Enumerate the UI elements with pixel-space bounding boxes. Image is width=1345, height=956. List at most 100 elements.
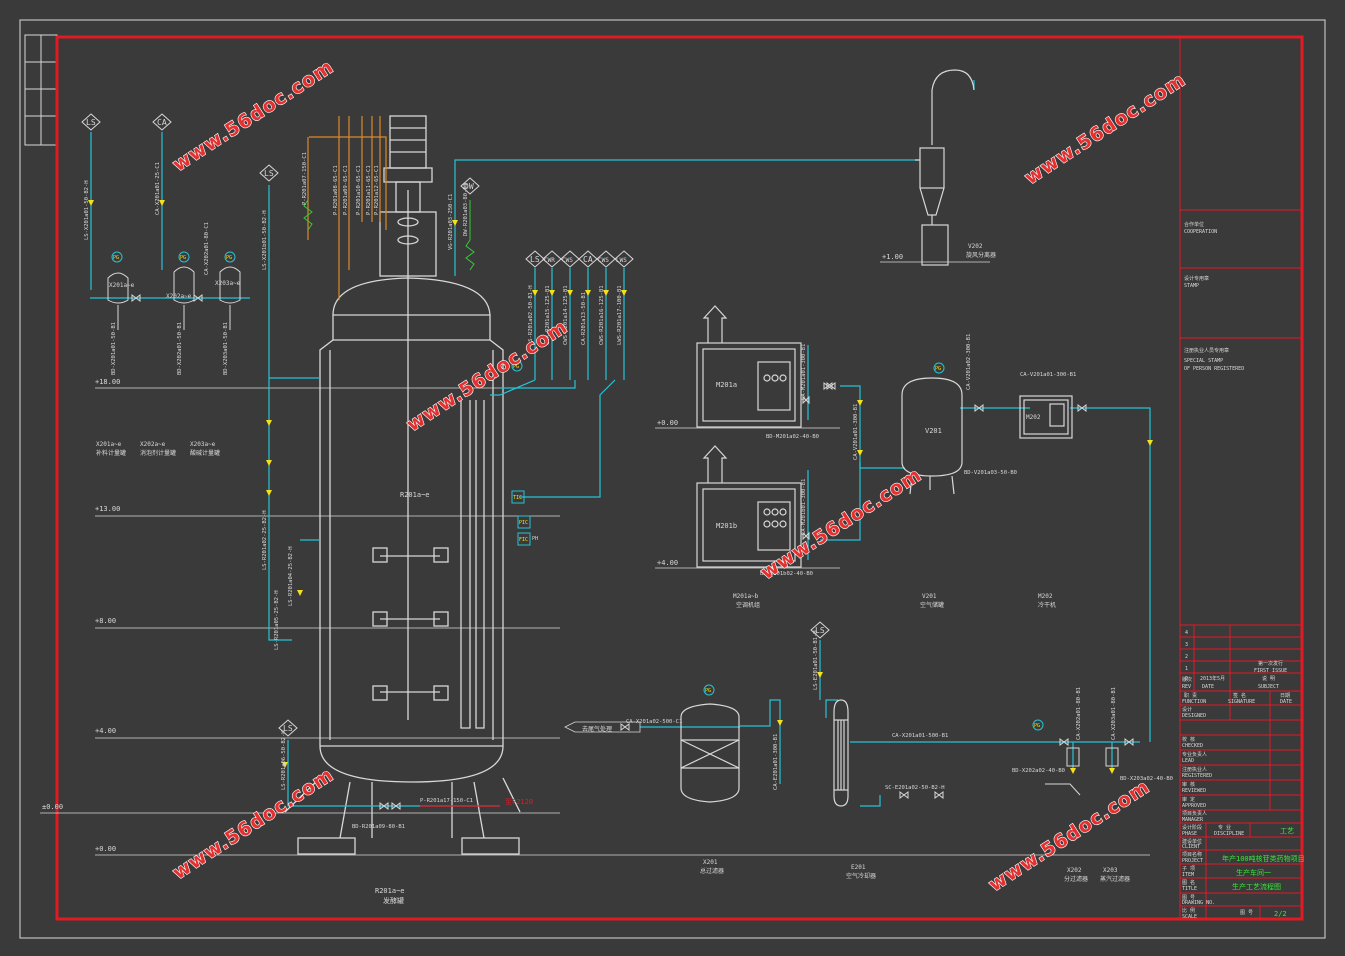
svg-text:PG: PG — [513, 364, 519, 370]
ahu-a-label: M201a — [716, 381, 737, 389]
svg-text:CA-X203a01-80-B1: CA-X203a01-80-B1 — [1111, 687, 1117, 740]
svg-text:LS: LS — [530, 255, 540, 264]
svg-text:LEAD: LEAD — [1182, 758, 1194, 764]
x201-desc: 总过滤器 — [700, 867, 724, 875]
horizontal-line-numbers: P-R201a17-150-C1 BD-R201a09-80-B1 CA-X20… — [352, 372, 1173, 830]
svg-text:项目负责人: 项目负责人 — [1182, 810, 1207, 817]
title-block-values: 工艺 年产100吨核苷类药物项目 生产车间一 生产工艺流程图 2/2 — [1222, 827, 1305, 918]
e201-tag: E201 — [851, 864, 866, 871]
svg-text:REV: REV — [1182, 684, 1191, 690]
tag-header-2: CWR — [542, 250, 562, 268]
svg-text:PG: PG — [113, 255, 119, 261]
svg-text:PROJECT: PROJECT — [1182, 858, 1203, 864]
svg-text:www.56doc.com: www.56doc.com — [403, 316, 572, 436]
svg-text:CA-X201a01-25-C1: CA-X201a01-25-C1 — [155, 162, 161, 215]
svg-text:CA: CA — [583, 255, 593, 264]
elev-18: +18.00 — [95, 378, 120, 386]
svg-text:CWR-R201a15-125-B1: CWR-R201a15-125-B1 — [545, 285, 551, 345]
svg-text:OF PERSON REGISTERED: OF PERSON REGISTERED — [1184, 366, 1244, 372]
svg-text:专业负责人: 专业负责人 — [1182, 751, 1207, 758]
svg-text:注册执业人: 注册执业人 — [1182, 766, 1207, 773]
svg-text:LS-R201a06-50-B2-H: LS-R201a06-50-B2-H — [281, 730, 287, 790]
svg-text:FIC: FIC — [519, 537, 528, 543]
svg-text:CA-X201a02-500-C1: CA-X201a02-500-C1 — [626, 719, 682, 725]
outer-border — [19, 19, 1326, 939]
svg-text:BD-V201a03-50-B0: BD-V201a03-50-B0 — [964, 470, 1017, 476]
svg-text:X201a~e: X201a~e — [109, 282, 135, 289]
svg-text:比 例: 比 例 — [1182, 907, 1195, 914]
svg-text:项目名称: 项目名称 — [1182, 851, 1202, 858]
svg-text:PIC: PIC — [519, 520, 528, 526]
vertical-line-numbers: LS-X201a01-50-B2-H CA-X201a01-25-C1 LS-X… — [84, 152, 1117, 790]
process-lines — [90, 80, 1151, 807]
svg-text:CA-M201b01-300-B1: CA-M201b01-300-B1 — [801, 479, 807, 535]
svg-text:LS-R201a05-25-B2-H: LS-R201a05-25-B2-H — [274, 590, 280, 650]
svg-text:VG-R201a03-250-C1: VG-R201a03-250-C1 — [448, 194, 454, 250]
svg-text:PG: PG — [1034, 723, 1040, 729]
svg-text:CWS: CWS — [562, 257, 573, 264]
svg-text:PHASE: PHASE — [1182, 831, 1197, 837]
svg-text:设计专用章: 设计专用章 — [1184, 275, 1209, 282]
svg-text:SPECIAL STAMP: SPECIAL STAMP — [1184, 358, 1223, 364]
svg-text:CA: CA — [157, 118, 167, 127]
svg-text:合作单位: 合作单位 — [1184, 221, 1204, 228]
svg-text:BD-M201a02-40-B0: BD-M201a02-40-B0 — [766, 434, 819, 440]
svg-text:P-R201a09-65-C1: P-R201a09-65-C1 — [343, 165, 349, 215]
v201-label: V201 — [925, 427, 942, 435]
svg-text:X203a~e: X203a~e — [215, 280, 241, 287]
svg-text:BD-X202a01-50-B1: BD-X202a01-50-B1 — [177, 322, 183, 375]
v201-desc: 空气储罐 — [920, 601, 944, 609]
x201-tag: X201 — [703, 859, 718, 866]
svg-text:职 责: 职 责 — [1184, 692, 1197, 699]
svg-text:版次: 版次 — [1182, 676, 1192, 683]
svg-text:LWS: LWS — [616, 257, 627, 264]
x203-desc: 蒸汽过滤器 — [1100, 875, 1130, 883]
reactor-tag: R201a~e — [400, 491, 430, 499]
svg-text:TITLE: TITLE — [1182, 886, 1197, 892]
svg-text:CA-M201a01-300-B1: CA-M201a01-300-B1 — [801, 344, 807, 400]
svg-text:FIRST ISSUE: FIRST ISSUE — [1254, 668, 1287, 674]
svg-text:签 名: 签 名 — [1233, 692, 1246, 699]
svg-text:LS-R201a02-50-B1-H: LS-R201a02-50-B1-H — [528, 285, 534, 345]
m202-desc: 冷干机 — [1038, 601, 1056, 609]
metering-tanks — [107, 266, 241, 330]
drawing-frame — [55, 35, 1304, 921]
svg-text:子 项: 子 项 — [1182, 865, 1195, 872]
tag-header-6: LWS — [614, 250, 634, 268]
svg-text:PG: PG — [226, 255, 232, 261]
svg-text:ITEM: ITEM — [1182, 872, 1194, 878]
filters-x202-x203 — [1045, 747, 1119, 796]
svg-text:X202a~e: X202a~e — [140, 441, 166, 448]
svg-text:审 核: 审 核 — [1182, 781, 1195, 788]
svg-text:COOPERATION: COOPERATION — [1184, 229, 1217, 235]
ahu-unit-a — [696, 305, 802, 428]
small-tank-labels: X201a~e 补料计量罐 X202a~e 消泡剂计量罐 X203a~e 酸碱计… — [96, 280, 241, 457]
svg-text:图 名: 图 名 — [1182, 879, 1195, 886]
svg-text:2: 2 — [1185, 654, 1188, 660]
svg-text:P-R201a08-65-C1: P-R201a08-65-C1 — [333, 165, 339, 215]
air-receiver-v201 — [901, 377, 963, 495]
svg-text:酸碱计量罐: 酸碱计量罐 — [190, 449, 220, 457]
svg-text:2013年5月: 2013年5月 — [1200, 675, 1225, 682]
svg-text:CWR: CWR — [544, 257, 555, 264]
title-block — [1179, 37, 1302, 919]
svg-text:PG: PG — [935, 366, 941, 372]
steam-lines — [303, 199, 475, 271]
fermenter-reactor — [284, 115, 521, 855]
x202-desc: 分过滤器 — [1064, 875, 1088, 883]
svg-text:MANAGER: MANAGER — [1182, 817, 1204, 823]
svg-text:DATE: DATE — [1202, 684, 1214, 690]
pressure-gauges: PG PG PG PG PG PG PG TIC PIC FIC PH — [111, 251, 1044, 731]
tag-ls-2: LS — [259, 164, 279, 182]
svg-text:DW: DW — [464, 182, 474, 191]
ahu-group-desc: 空调机组 — [736, 601, 760, 609]
elev-bottom: +0.00 — [95, 845, 116, 853]
svg-text:P-R201a11-65-C1: P-R201a11-65-C1 — [366, 165, 372, 215]
svg-text:CWS-R201a14-125-B1: CWS-R201a14-125-B1 — [563, 285, 569, 345]
svg-text:www.56doc.com: www.56doc.com — [169, 56, 338, 176]
svg-text:DISCIPLINE: DISCIPLINE — [1214, 831, 1244, 837]
svg-text:补料计量罐: 补料计量罐 — [96, 449, 126, 457]
svg-text:图 号: 图 号 — [1182, 895, 1195, 901]
svg-text:BD-M201b02-40-B0: BD-M201b02-40-B0 — [760, 571, 813, 577]
svg-text:BD-X203a02-40-B0: BD-X203a02-40-B0 — [1120, 776, 1173, 782]
